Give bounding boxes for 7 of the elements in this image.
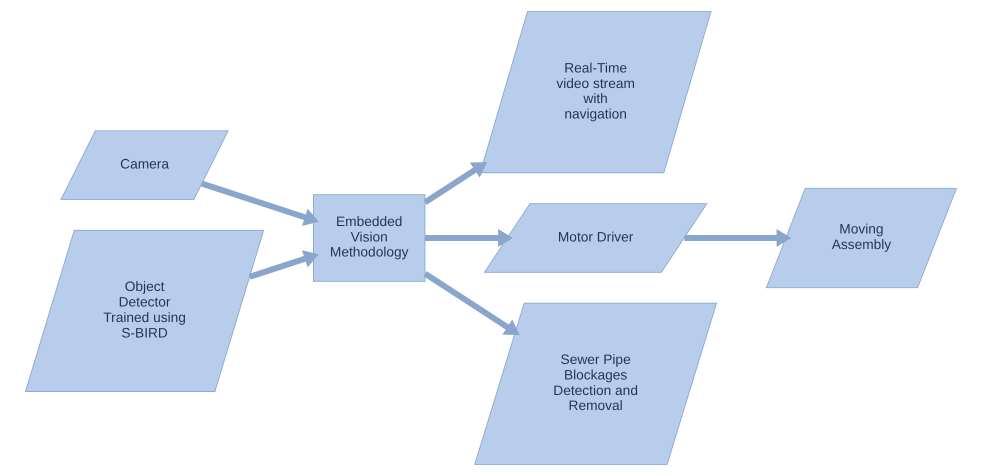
arrow: [423, 271, 520, 336]
arrow: [425, 228, 513, 248]
arrow: [201, 180, 319, 226]
node-box: Embedded Vision Methodology: [313, 194, 426, 282]
arrow: [684, 228, 792, 248]
arrow: [423, 162, 488, 205]
arrow: [248, 250, 319, 280]
